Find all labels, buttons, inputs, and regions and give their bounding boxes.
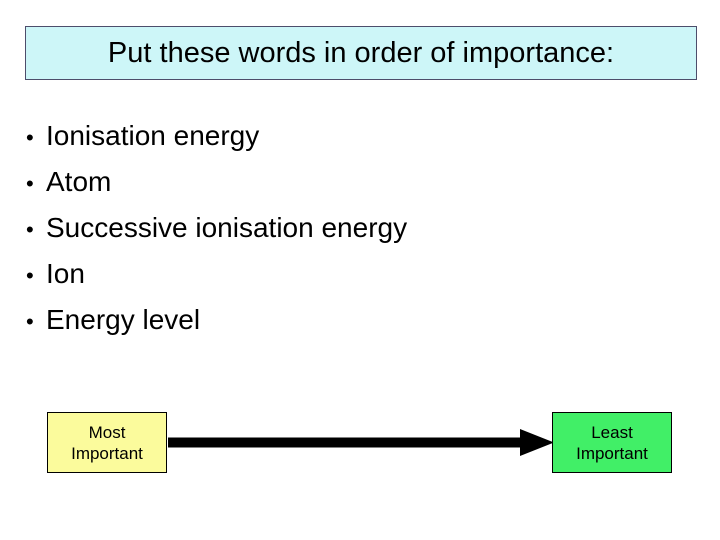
page-title: Put these words in order of importance: <box>107 36 615 69</box>
list-item: • Ionisation energy <box>26 122 686 168</box>
list-item-label: Ionisation energy <box>46 120 260 151</box>
most-important-box: Most Important <box>47 412 167 473</box>
list-item-label: Atom <box>46 166 112 197</box>
least-important-box: Least Important <box>552 412 672 473</box>
bullet-point-icon: • <box>26 263 34 288</box>
list-item-label: Energy level <box>46 304 201 335</box>
slide-title-box: Put these words in order of importance: <box>25 26 697 80</box>
most-important-label-line2: Important <box>71 443 143 463</box>
list-item: • Successive ionisation energy <box>26 214 686 260</box>
list-item: • Ion <box>26 260 686 306</box>
arrow-head <box>520 429 554 456</box>
word-bullet-list: • Ionisation energy • Atom • Successive … <box>26 122 686 352</box>
bullet-point-icon: • <box>26 309 34 334</box>
list-item-label: Successive ionisation energy <box>46 212 408 243</box>
least-important-label-line2: Important <box>576 443 648 463</box>
least-important-label-line1: Least <box>591 422 633 442</box>
bullet-point-icon: • <box>26 125 34 150</box>
list-item-label: Ion <box>46 258 85 289</box>
right-arrow-icon <box>168 429 554 456</box>
list-item: • Energy level <box>26 306 686 352</box>
bullet-point-icon: • <box>26 217 34 242</box>
bullet-point-icon: • <box>26 171 34 196</box>
most-important-label-line1: Most <box>88 422 126 442</box>
list-item: • Atom <box>26 168 686 214</box>
